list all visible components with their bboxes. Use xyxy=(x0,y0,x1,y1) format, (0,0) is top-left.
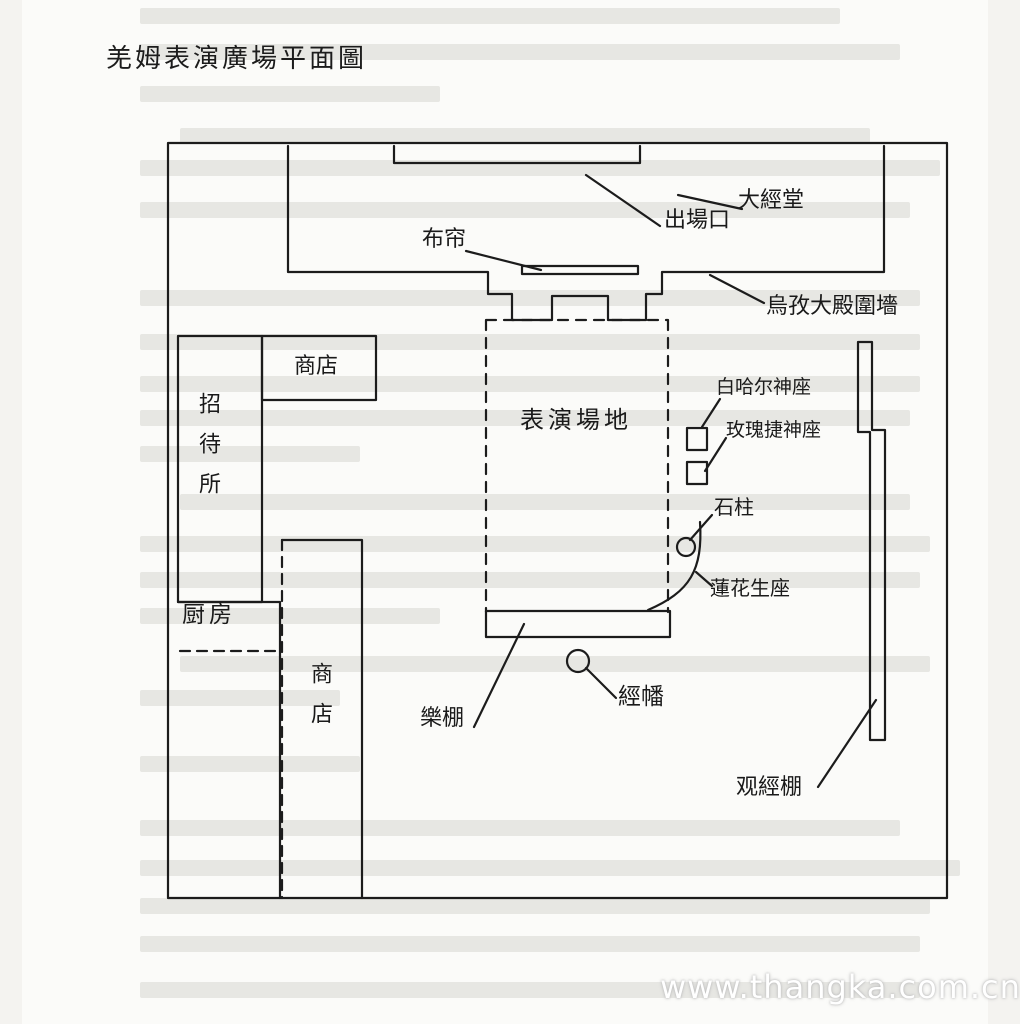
leader-curtain xyxy=(464,249,543,272)
label-music-shed: 樂棚 xyxy=(420,706,465,731)
leader-lotus xyxy=(694,570,714,588)
baihar-shrine xyxy=(685,426,709,452)
kitchen-block xyxy=(176,600,282,900)
leader-wall xyxy=(708,273,766,305)
audience-shed xyxy=(856,340,887,742)
leader-banner xyxy=(584,666,618,700)
label-great-hall: 大經堂 xyxy=(738,188,805,213)
label-shop-bottom: 商店 xyxy=(307,662,332,742)
leader-music-shed xyxy=(472,622,526,729)
curtain-bar xyxy=(520,264,640,276)
label-kitchen: 厨房 xyxy=(182,602,236,628)
label-exit: 出場口 xyxy=(664,208,731,233)
label-yulijing-seat: 玫瑰捷神座 xyxy=(726,419,822,441)
great-hall-outline xyxy=(286,144,886,322)
stone-pillar xyxy=(675,536,697,558)
leader-great-hall xyxy=(676,193,744,211)
outer-boundary xyxy=(166,141,949,900)
label-stage: 表演場地 xyxy=(520,406,632,434)
leader-audience xyxy=(816,698,878,789)
label-baihar-seat: 白哈尔神座 xyxy=(716,376,812,398)
leader-pillar xyxy=(688,513,714,542)
label-shop-top: 商店 xyxy=(294,354,339,379)
label-stone-pillar: 石柱 xyxy=(714,495,754,519)
shop-bottom-block xyxy=(280,538,364,900)
diagram-title: 羌姆表演廣場平面圖 xyxy=(106,44,368,74)
banner-circle xyxy=(565,648,591,674)
label-audience-shed: 观經棚 xyxy=(736,775,803,800)
label-lotus-seat: 蓮花生座 xyxy=(710,576,790,600)
label-guest-house: 招待所 xyxy=(195,392,220,512)
music-shed xyxy=(484,609,672,639)
yulijing-shrine xyxy=(685,460,709,486)
leader-baihar xyxy=(700,397,722,429)
leader-exit xyxy=(584,173,662,228)
leader-yulijing xyxy=(703,436,728,473)
great-hall-recess xyxy=(392,144,642,165)
site-watermark: www.thangka.com.cn xyxy=(660,968,1020,1006)
stage-dashed-outline xyxy=(484,318,670,614)
label-curtain: 布帘 xyxy=(422,227,467,252)
guest-house-block xyxy=(176,334,264,604)
lotus-seat-arc xyxy=(646,520,702,612)
label-enclosure-wall: 烏孜大殿圍墻 xyxy=(766,294,899,319)
label-banner: 經幡 xyxy=(618,684,664,710)
